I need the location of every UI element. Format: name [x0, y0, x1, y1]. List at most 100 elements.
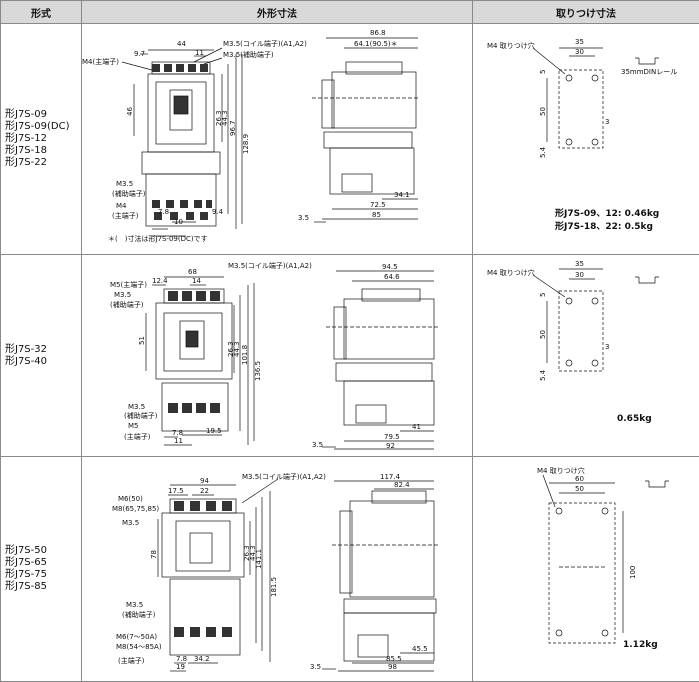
- dim-side-d2: 64.1(90.5)＊: [354, 40, 398, 48]
- dim-b3: 10: [174, 218, 183, 226]
- mounting-svg: M4 取りつけ穴 60 50 100 1.12kg: [473, 457, 699, 682]
- dim-inner: 11: [195, 49, 204, 57]
- mounting-drawing: M4 取りつけ穴 35 30 50 5 5.4 3 35mmDINレール 形J7…: [473, 24, 699, 255]
- dim-mount-w2: 30: [575, 271, 584, 279]
- model-name: 形J7S-09: [5, 109, 81, 121]
- label-mount-hole: M4 取りつけ穴: [537, 466, 585, 475]
- label-main-bottom-sub: (主端子): [118, 656, 145, 665]
- dim-v4: 136.5: [254, 361, 262, 381]
- dim-v4: 181.5: [270, 577, 278, 597]
- dim-v-left: 78: [150, 550, 158, 559]
- label-aux-bottom: M3.5: [126, 601, 143, 609]
- dim-v3: 101.8: [241, 345, 249, 365]
- dim-side-d2: 64.6: [384, 273, 400, 281]
- dim-left-offset: 12.4: [152, 277, 168, 285]
- dim-side-d2: 82.4: [394, 481, 410, 489]
- dim-inner: 22: [200, 487, 209, 495]
- label-main-terminal: M4(主端子): [82, 57, 119, 66]
- dim-mount-w2: 30: [575, 48, 584, 56]
- dim-side-d6: 3.5: [310, 663, 321, 671]
- dim-v3: 141.1: [255, 549, 263, 569]
- model-name: 形J7S-32: [5, 344, 81, 356]
- label-aux-bottom: M3.5: [128, 403, 145, 411]
- label-aux-bottom-sub: (補助端子): [122, 610, 156, 619]
- dim-side-d3: 45.5: [412, 645, 428, 653]
- model-name: 形J7S-40: [5, 356, 81, 368]
- header-mounting: 取りつけ寸法: [473, 1, 699, 24]
- model-name: 形J7S-50: [5, 545, 81, 557]
- dim-mount-w1: 35: [575, 38, 584, 46]
- front-view: [146, 277, 254, 445]
- label-aux-terminal: M3.5: [114, 291, 131, 299]
- dim-side-d1: 86.8: [370, 29, 386, 37]
- model-name: 形J7S-22: [5, 157, 81, 169]
- mounting-drawing: M4 取りつけ穴 35 30 50 5 5.4 3 0.65kg: [473, 255, 699, 457]
- dim-side-d3: 34.1: [394, 191, 410, 199]
- label-main-bottom: M6(7〜50A): [116, 633, 157, 641]
- dim-mount-h2: 5: [539, 293, 547, 297]
- dim-b2: 9.4: [212, 208, 224, 216]
- weight-text: 0.65kg: [617, 414, 652, 424]
- label-coil-terminal: M3.5(コイル端子)(A1,A2): [223, 39, 307, 48]
- dim-side-d5: 98: [388, 663, 397, 671]
- dim-v3: 96.7: [229, 120, 237, 136]
- dim-side-d4: 79.5: [384, 433, 400, 441]
- model-name: 形J7S-09(DC): [5, 121, 81, 133]
- dim-mount-h3: 5.4: [539, 369, 547, 381]
- dim-mount-h4: 3: [605, 118, 609, 126]
- weight-text: 形J7S-18、22: 0.5kg: [555, 220, 653, 232]
- model-list: 形J7S-09 形J7S-09(DC) 形J7S-12 形J7S-18 形J7S…: [1, 24, 82, 255]
- dim-mount-h4: 3: [605, 343, 609, 351]
- mounting-drawing: M4 取りつけ穴 60 50 100 1.12kg: [473, 457, 699, 682]
- model-name: 形J7S-18: [5, 145, 81, 157]
- header-model: 形式: [1, 1, 82, 24]
- dim-side-d4: 72.5: [370, 201, 386, 209]
- dim-mount-h1: 50: [539, 330, 547, 339]
- model-name: 形J7S-85: [5, 581, 81, 593]
- dim-mount-w1: 60: [575, 475, 584, 483]
- label-main-m6: M6(50): [118, 495, 143, 503]
- dim-side-d5: 92: [386, 442, 395, 450]
- outline-svg: 44 9.7 11 M3.5(コイル端子)(A1,A2) M3.5(補助端子) …: [82, 24, 473, 255]
- label-din-rail: 35mmDINレール: [621, 68, 677, 76]
- table-row: 形J7S-50 形J7S-65 形J7S-75 形J7S-85: [1, 457, 699, 682]
- label-aux-terminal: M3.5(補助端子): [223, 50, 274, 59]
- dim-side-d6: 3.5: [312, 441, 323, 449]
- dim-side-d6: 3.5: [298, 214, 309, 222]
- dim-mount-h1: 100: [629, 566, 637, 579]
- label-aux-terminal-sub: (補助端子): [110, 300, 144, 309]
- model-name: 形J7S-12: [5, 133, 81, 145]
- dim-v-left: 46: [126, 107, 134, 116]
- dim-side-d4: 85.5: [386, 655, 402, 663]
- label-aux-bottom-sub: (補助端子): [124, 411, 158, 420]
- model-list: 形J7S-32 形J7S-40: [1, 255, 82, 457]
- dim-side-d1: 117.4: [380, 473, 401, 481]
- dim-side-d5: 85: [372, 211, 381, 219]
- label-aux-bottom: M3.5: [116, 180, 133, 188]
- outline-svg: 94 17.5 22 M3.5(コイル端子)(A1,A2) M6(50) M8(…: [82, 457, 473, 682]
- label-main-terminal: M5(主端子): [110, 280, 147, 289]
- dim-b3: 19: [176, 663, 185, 671]
- dim-inner: 14: [192, 277, 201, 285]
- outline-drawing: 44 9.7 11 M3.5(コイル端子)(A1,A2) M3.5(補助端子) …: [82, 24, 473, 255]
- outline-drawing: 94 17.5 22 M3.5(コイル端子)(A1,A2) M6(50) M8(…: [82, 457, 473, 682]
- mounting-svg: M4 取りつけ穴 35 30 50 5 5.4 3 35mmDINレール 形J7…: [473, 24, 699, 255]
- model-name: 形J7S-75: [5, 569, 81, 581]
- dim-b1: 7.8: [172, 429, 183, 437]
- table-row: 形J7S-32 形J7S-40: [1, 255, 699, 457]
- dim-mount-w1: 35: [575, 260, 584, 268]
- dim-b2: 34.2: [194, 655, 210, 663]
- outline-drawing: 68 12.4 14 M3.5(コイル端子)(A1,A2) M5(主端子) M3…: [82, 255, 473, 457]
- weight-text: 形J7S-09、12: 0.46kg: [555, 207, 659, 219]
- dim-left-offset: 9.7: [134, 50, 145, 58]
- outline-svg: 68 12.4 14 M3.5(コイル端子)(A1,A2) M5(主端子) M3…: [82, 255, 473, 457]
- label-mount-hole: M4 取りつけ穴: [487, 41, 535, 50]
- label-aux-terminal: M3.5: [122, 519, 139, 527]
- front-view: [122, 48, 242, 236]
- label-aux-bottom-sub: (補助端子): [112, 189, 146, 198]
- label-main-bottom-sub: (主端子): [112, 211, 139, 220]
- dim-front-width: 68: [188, 268, 197, 276]
- dim-b1: 7.8: [176, 655, 187, 663]
- dim-mount-h2: 5: [539, 70, 547, 74]
